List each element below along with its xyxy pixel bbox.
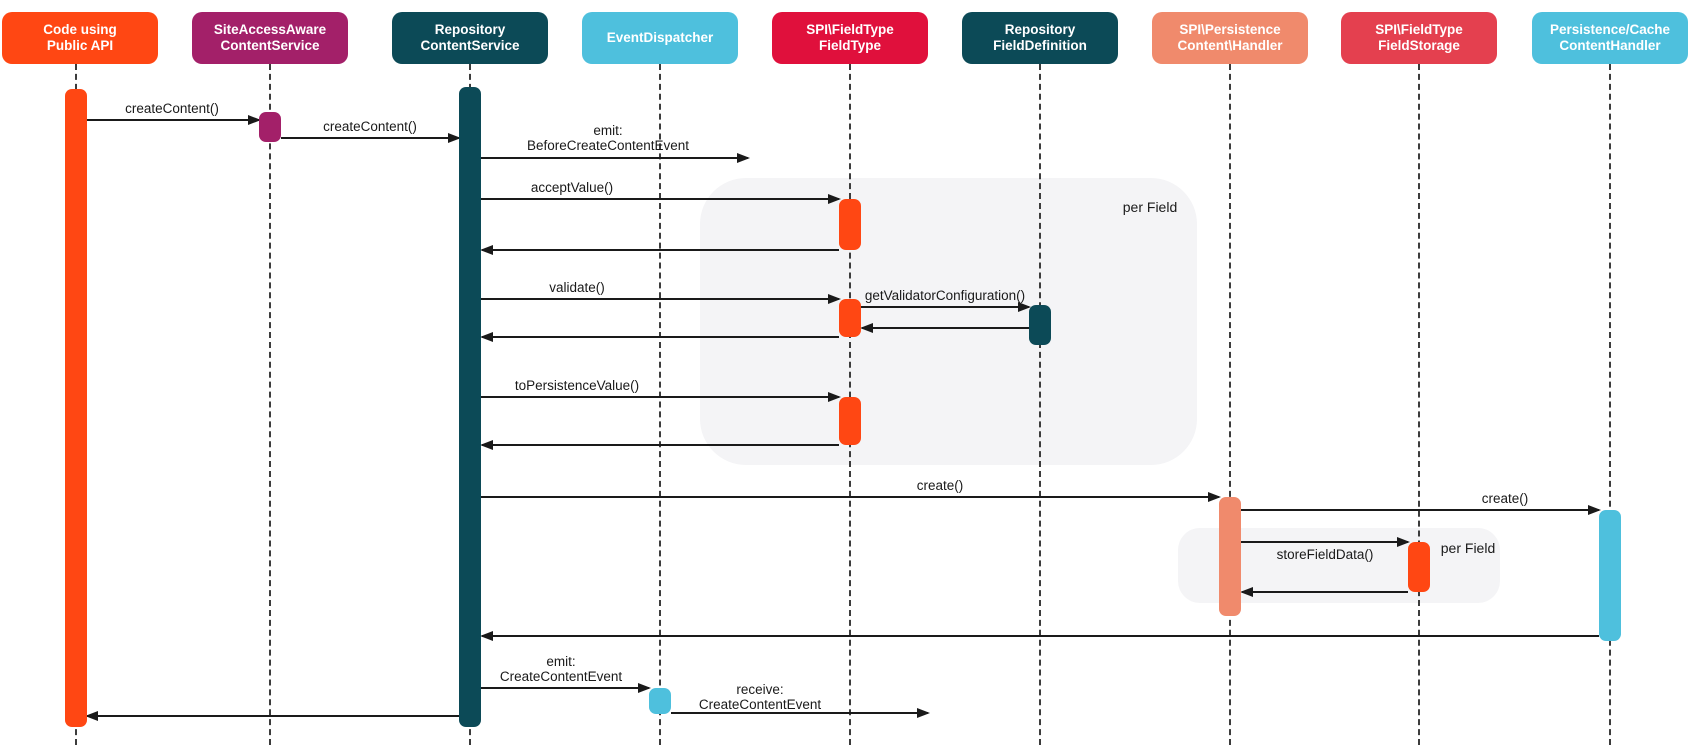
lifeline-persistence-cache-contenthandler — [1609, 64, 1611, 745]
label-validate: validate() — [549, 280, 605, 295]
label-topersistencevalue: toPersistenceValue() — [514, 378, 640, 393]
label-create-2: create() — [1481, 491, 1529, 506]
actor-label-line1: SPI\FieldType — [806, 22, 894, 37]
actor-label-line2: ContentService — [220, 38, 320, 53]
label-emit-before-line2: BeforeCreateContentEvent — [526, 138, 690, 153]
label-receive-line2: CreateContentEvent — [698, 697, 822, 712]
label-acceptvalue: acceptValue() — [530, 180, 614, 195]
activation-fieldtype-topersistencevalue — [839, 397, 861, 445]
actor-persistence-cache-contenthandler: Persistence/Cache ContentHandler — [1532, 12, 1688, 64]
actor-label-line2: ContentHandler — [1559, 38, 1661, 53]
label-emit-create-line1: emit: — [546, 654, 576, 669]
lifeline-spi-persistence-content-handler — [1229, 64, 1231, 745]
label-createcontent-2: createContent() — [323, 119, 417, 134]
actor-label-line2: Content\Handler — [1177, 38, 1283, 53]
actor-repository-fielddefinition: Repository FieldDefinition — [962, 12, 1118, 64]
actor-label-line2: FieldType — [818, 38, 881, 53]
actor-label-line2: ContentService — [420, 38, 520, 53]
actor-label-line1: SPI\FieldType — [1375, 22, 1463, 37]
actor-repository-contentservice: Repository ContentService — [392, 12, 548, 64]
activation-fieldstorage — [1408, 542, 1430, 592]
lifeline-spi-fieldtype-fieldstorage — [1418, 64, 1420, 745]
label-emit-createcontentevent: emit: CreateContentEvent — [500, 654, 622, 684]
lifeline-repository-fielddefinition — [1039, 64, 1041, 745]
activation-fieldtype-validate — [839, 299, 861, 337]
label-receive-line1: receive: — [736, 682, 784, 697]
actor-eventdispatcher: EventDispatcher — [582, 12, 738, 64]
label-receive-createcontentevent: receive: CreateContentEvent — [699, 682, 821, 712]
activation-persistence-content-handler — [1219, 497, 1241, 616]
lifeline-siteaccessaware-contentservice — [269, 64, 271, 745]
actor-spi-fieldtype-fieldstorage: SPI\FieldType FieldStorage — [1341, 12, 1497, 64]
actor-spi-persistence-content-handler: SPI\Persistence Content\Handler — [1152, 12, 1308, 64]
label-createcontent-1: createContent() — [125, 101, 219, 116]
label-create-1: create() — [916, 478, 964, 493]
actor-label-line1: SPI\Persistence — [1179, 22, 1281, 37]
actor-label-line2: Public API — [46, 38, 114, 53]
actor-label-line1: Repository — [1004, 22, 1076, 37]
actor-label-line1: Persistence/Cache — [1549, 22, 1671, 37]
lifeline-eventdispatcher — [659, 64, 661, 745]
label-getvalidatorconfiguration: getValidatorConfiguration() — [864, 288, 1026, 303]
actor-label-line1: Repository — [434, 22, 506, 37]
actor-spi-fieldtype-fieldtype: SPI\FieldType FieldType — [772, 12, 928, 64]
per-field-label-1: per Field — [1122, 199, 1178, 215]
actor-label-line2: FieldStorage — [1378, 38, 1460, 53]
activation-code-using-public-api — [65, 89, 87, 727]
per-field-block-fieldtype — [700, 178, 1197, 465]
actor-label-line1: Code using — [43, 22, 117, 37]
actor-label-line1: SiteAccessAware — [213, 22, 327, 37]
label-emit-before-line1: emit: — [593, 123, 623, 138]
activation-siteaccessaware — [259, 112, 281, 142]
label-emit-create-line2: CreateContentEvent — [499, 669, 623, 684]
activation-fieldtype-acceptvalue — [839, 199, 861, 250]
activation-fielddefinition — [1029, 305, 1051, 345]
activation-repository-contentservice — [459, 87, 481, 727]
actor-siteaccessaware-contentservice: SiteAccessAware ContentService — [192, 12, 348, 64]
actor-code-using-public-api: Code using Public API — [2, 12, 158, 64]
actor-label-line1: EventDispatcher — [606, 30, 714, 45]
label-storefielddata: storeFieldData() — [1276, 547, 1374, 562]
per-field-label-2: per Field — [1440, 540, 1496, 556]
activation-eventdispatcher — [649, 688, 671, 714]
actor-label-line2: FieldDefinition — [993, 38, 1087, 53]
activation-persistence-cache-contenthandler — [1599, 510, 1621, 641]
label-emit-beforecreatecontentevent: emit: BeforeCreateContentEvent — [527, 123, 689, 153]
